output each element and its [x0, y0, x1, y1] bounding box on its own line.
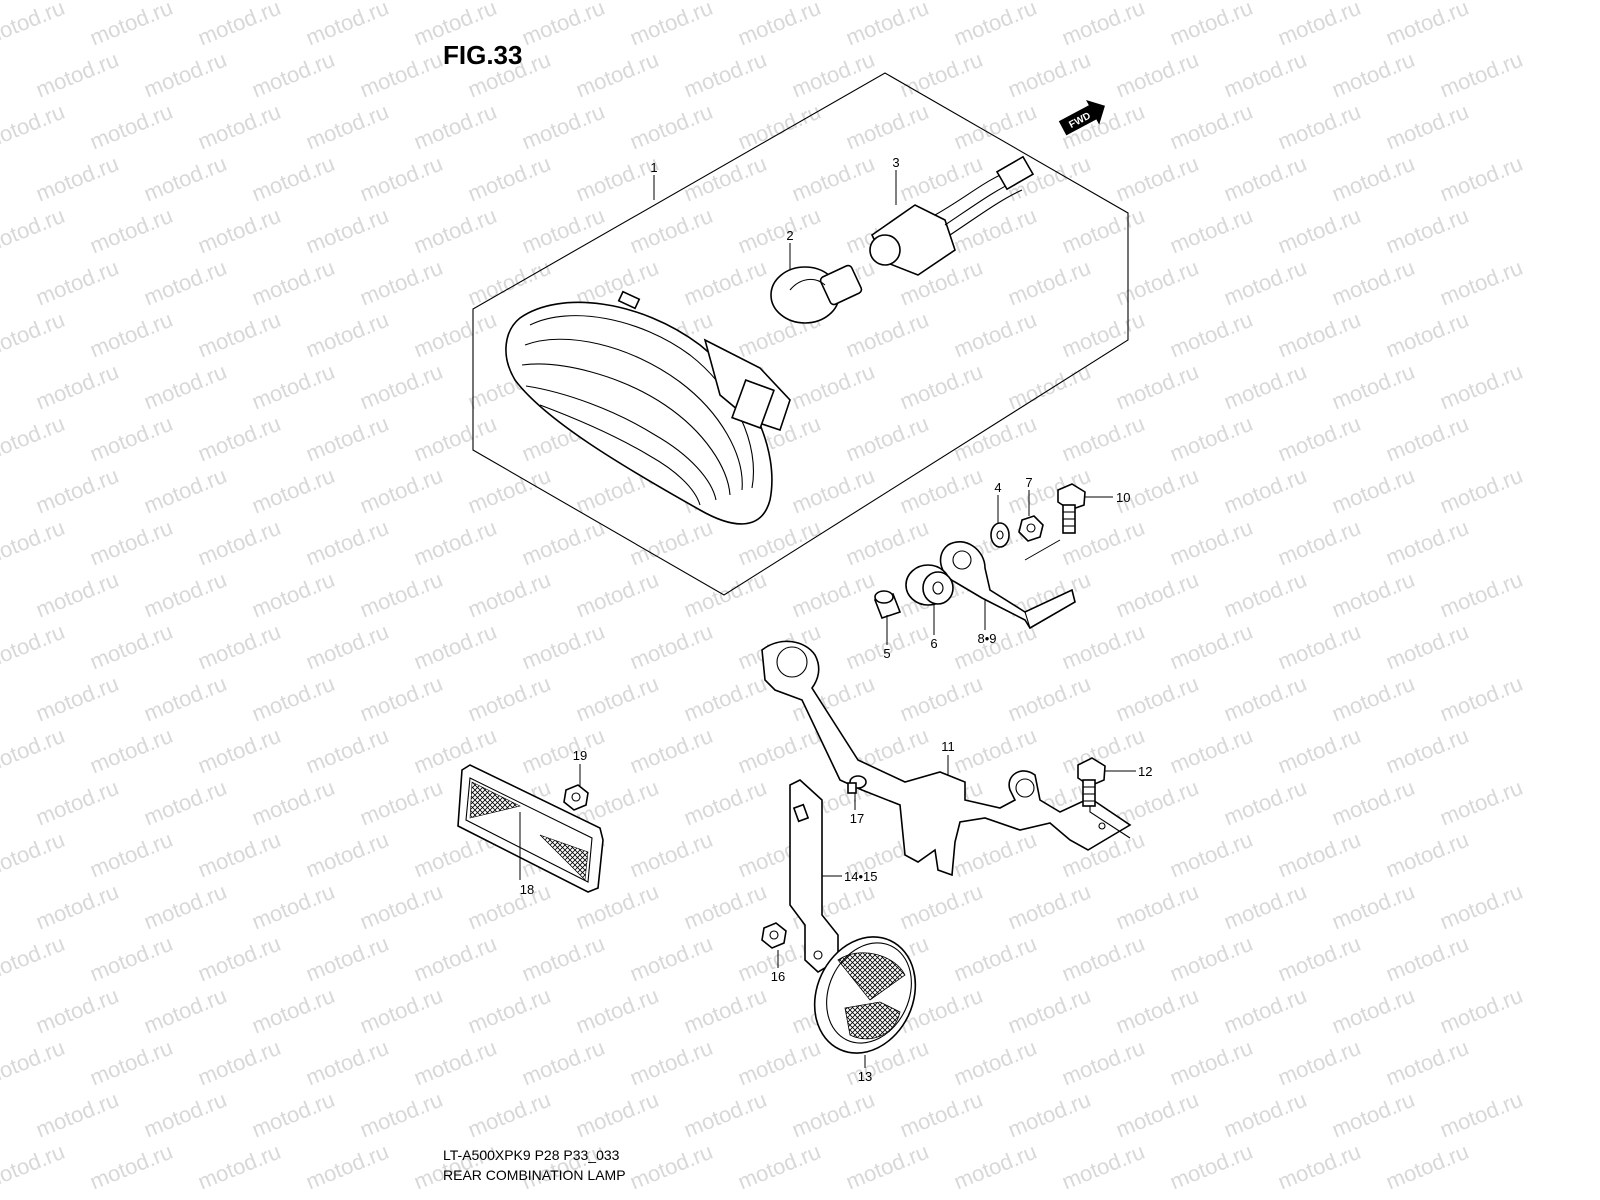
- callout-5: 5: [883, 646, 890, 661]
- assembly-frame: [472, 72, 1129, 596]
- callout-10: 10: [1116, 490, 1130, 505]
- callout-13: 13: [858, 1069, 872, 1084]
- callout-17: 17: [850, 811, 864, 826]
- part-plate-bracket: [939, 541, 1076, 630]
- callout-6: 6: [930, 636, 937, 651]
- callout-2: 2: [786, 228, 793, 243]
- callout-11: 11: [941, 739, 955, 754]
- callout-19: 19: [573, 748, 587, 763]
- part-nut-7: [1018, 515, 1044, 542]
- part-grommet: [905, 564, 954, 606]
- part-bolt-12: [1077, 757, 1106, 807]
- part-socket: [869, 155, 1035, 276]
- callout-4: 4: [994, 480, 1001, 495]
- part-bulb: [770, 264, 863, 324]
- callout-8-9: 8•9: [977, 631, 996, 646]
- callout-12: 12: [1138, 764, 1152, 779]
- part-washer: [990, 522, 1010, 548]
- model-code: LT-A500XPK9 P28 P33_033: [443, 1147, 620, 1163]
- figure-caption: REAR COMBINATION LAMP: [443, 1167, 626, 1183]
- callout-1: 1: [650, 160, 657, 175]
- part-bolt-10: [1057, 483, 1086, 534]
- part-round-reflector: [813, 936, 917, 1054]
- part-rect-reflector: [457, 764, 604, 893]
- part-collar: [873, 590, 902, 619]
- part-screw-17: [847, 775, 867, 794]
- part-nut-19: [563, 784, 589, 811]
- callout-14-15: 14•15: [844, 869, 877, 884]
- figure-title: FIG.33: [443, 40, 523, 70]
- part-lamp-housing: [505, 290, 791, 525]
- callout-16: 16: [771, 969, 785, 984]
- leader-lines: [519, 170, 1136, 1068]
- callout-7: 7: [1025, 475, 1032, 490]
- callout-3: 3: [892, 155, 899, 170]
- callout-18: 18: [520, 882, 534, 897]
- part-nut-16: [761, 922, 787, 949]
- forward-arrow-icon: FWD: [1058, 100, 1105, 136]
